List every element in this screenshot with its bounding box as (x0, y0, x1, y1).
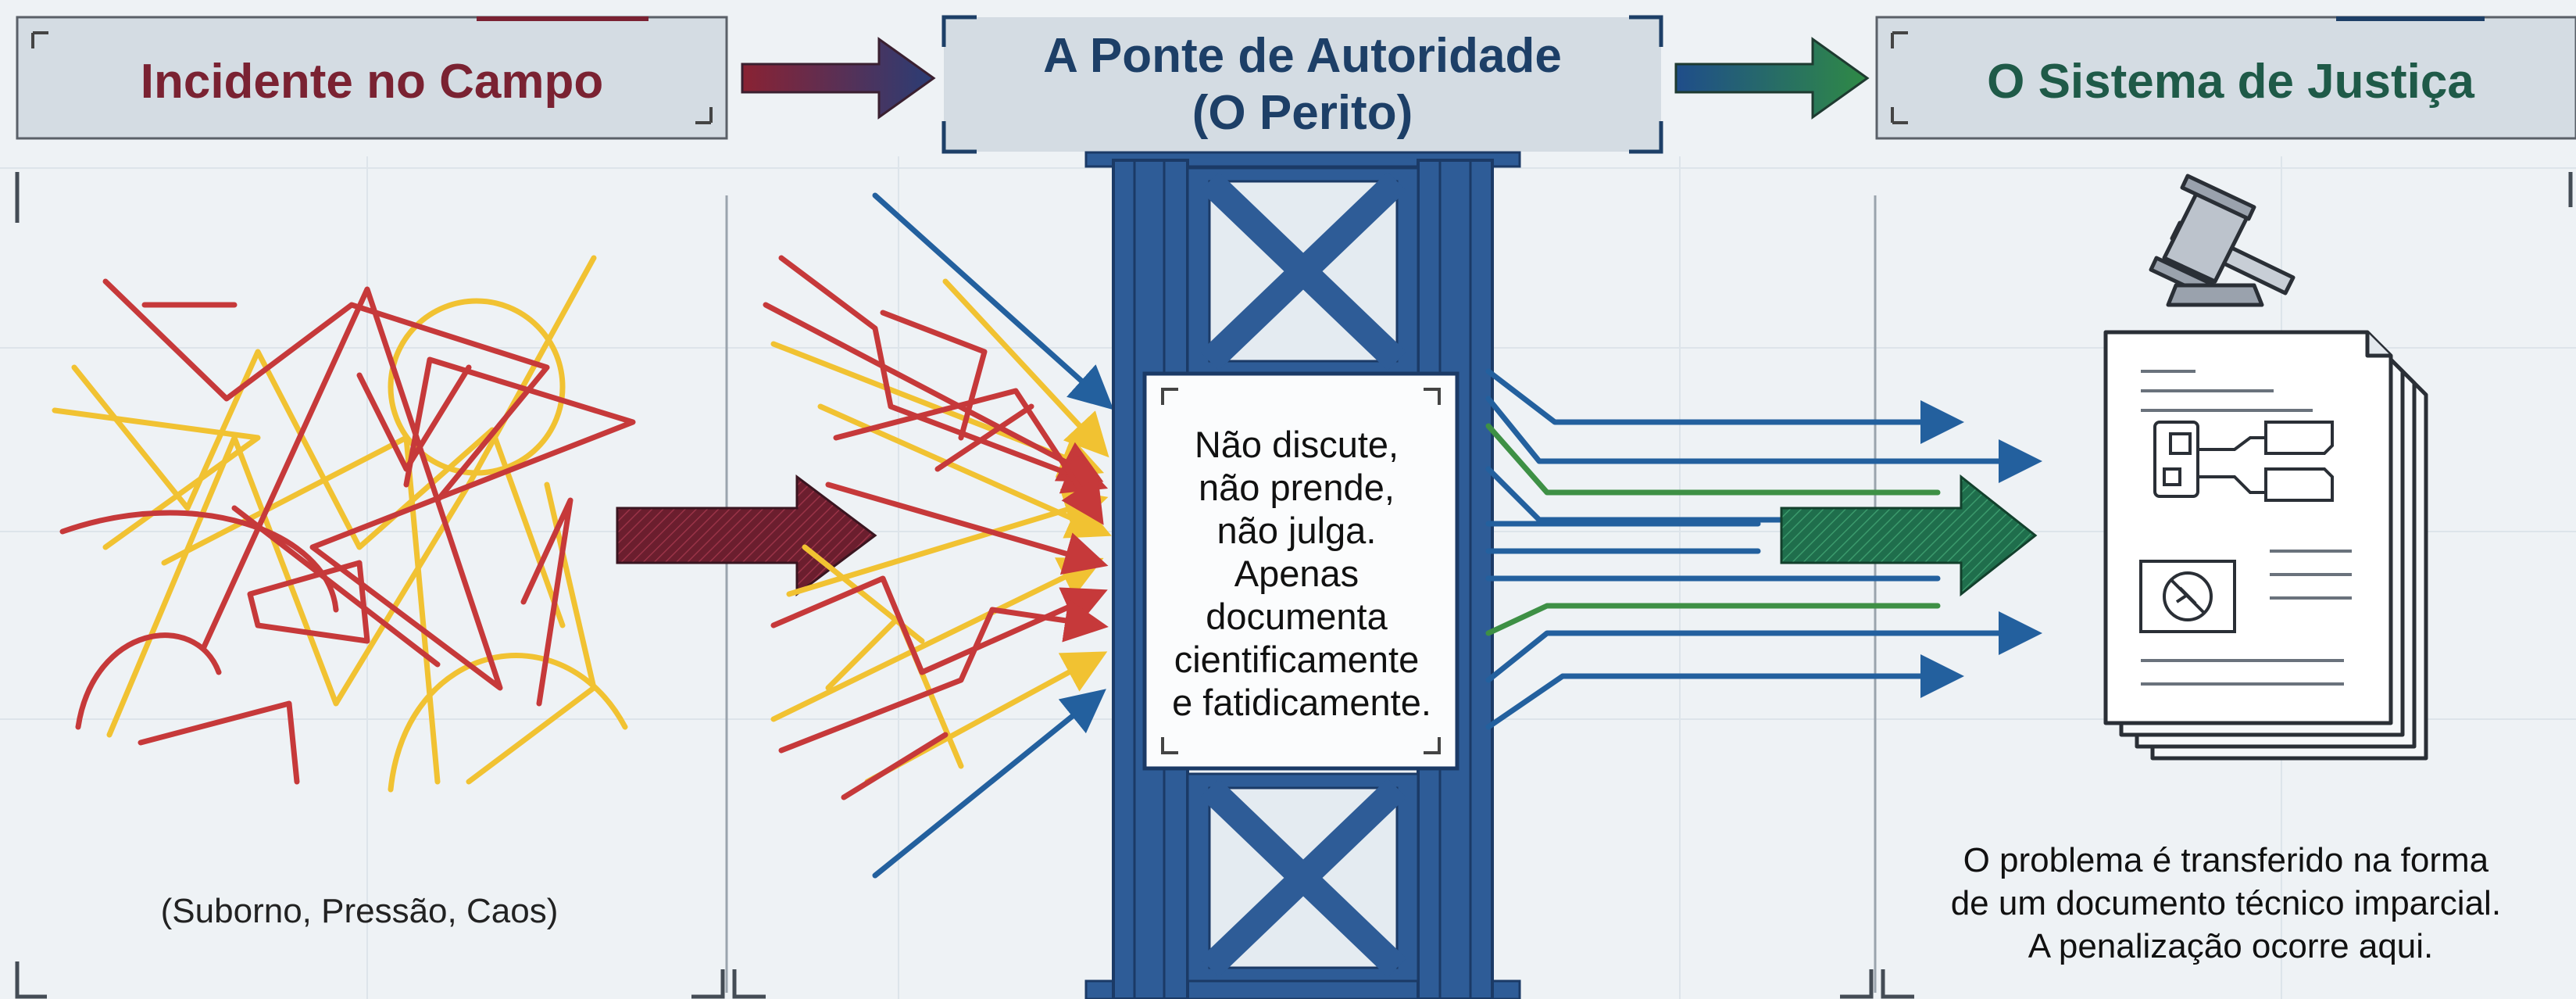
bridge-title-box: A Ponte de Autoridade (O Perito) (941, 15, 1663, 154)
header-arrow-1 (741, 37, 936, 120)
justice-title: O Sistema de Justiça (1987, 55, 2474, 109)
justice-caption-line: de um documento técnico imparcial. (1951, 884, 2501, 922)
sign-line: Apenas (1234, 553, 1359, 594)
chaos-scribble (52, 255, 636, 793)
justice-title-box: O Sistema de Justiça (1875, 16, 2576, 140)
field-title: Incidente no Campo (141, 55, 603, 109)
sign-line: não julga. (1217, 510, 1377, 551)
bridge-title-line2: (O Perito) (1192, 86, 1413, 140)
sign-line: documenta (1206, 596, 1388, 637)
gavel-icon (2149, 174, 2296, 307)
flowchart-icon (2153, 421, 2334, 502)
svg-text:Não discute, não prende,: Não discute, não prende, não julga. Apen… (1172, 424, 1431, 723)
field-caption: (Suborno, Pressão, Caos) (161, 892, 559, 930)
bridge-title-line1: A Ponte de Autoridade (1043, 29, 1562, 83)
no-bribery-icon (2139, 560, 2236, 633)
ordered-flow-lines (1485, 368, 2042, 730)
document-stack-icon (2103, 330, 2428, 761)
header-arrow-2 (1674, 37, 1870, 120)
corner-brackets (15, 172, 2573, 999)
converging-streaks (763, 192, 1114, 879)
sign-line: Não discute, (1195, 424, 1399, 465)
justice-caption-line: O problema é transferido na forma (1963, 841, 2489, 879)
sign-line: não prende, (1199, 467, 1395, 508)
bridge-to-justice-arrow (1780, 474, 2038, 597)
authority-sign: Não discute, não prende, não julga. Apen… (1142, 371, 1459, 771)
field-title-box: Incidente no Campo (16, 16, 728, 140)
sign-line: cientificamente (1174, 639, 1420, 680)
sign-line: e fatidicamente. (1172, 682, 1431, 723)
svg-text:O problema é transferido na fo: O problema é transferido na forma de um … (1951, 841, 2511, 965)
field-to-bridge-arrow (616, 474, 877, 596)
justice-caption-line: A penalização ocorre aqui. (2028, 927, 2434, 965)
section-dividers (725, 195, 1877, 993)
